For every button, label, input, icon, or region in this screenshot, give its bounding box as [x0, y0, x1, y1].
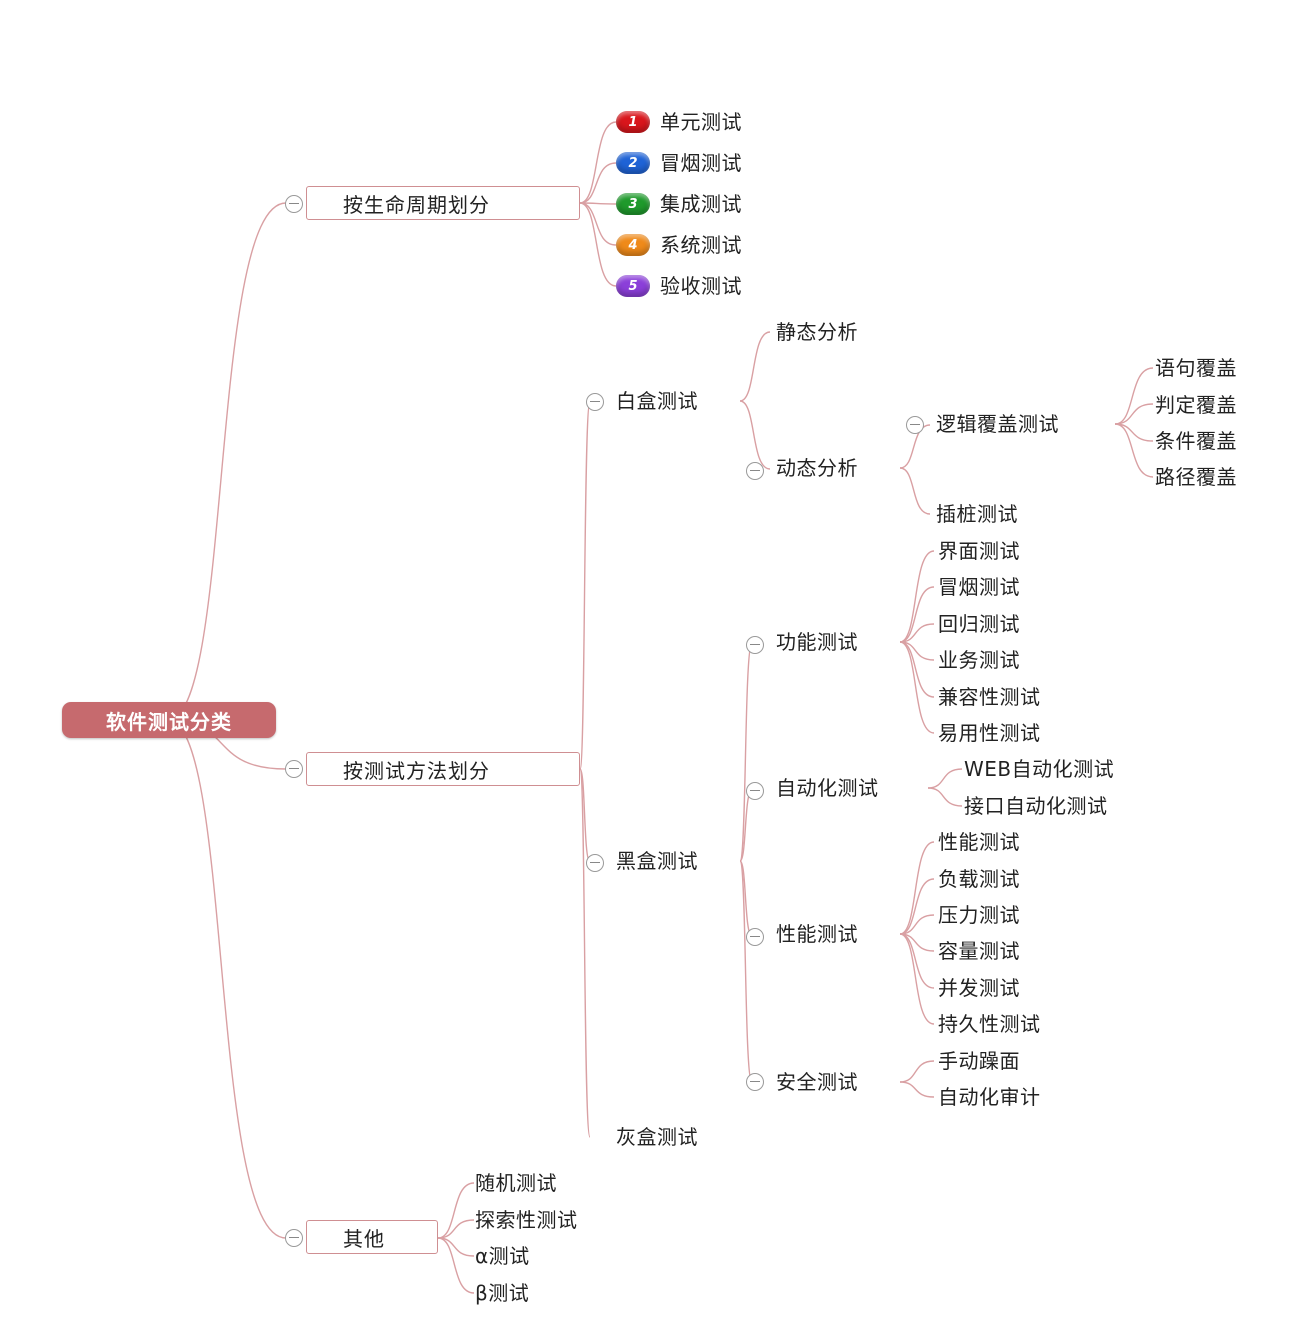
connector-line	[1114, 403, 1154, 425]
connector-line	[899, 586, 935, 643]
collapse-whitebox-icon[interactable]	[586, 393, 604, 411]
leaf-auto-audit[interactable]: 自动化审计	[938, 1085, 1041, 1109]
connector-line	[899, 641, 935, 734]
connector-line	[899, 641, 935, 698]
leaf-path-coverage[interactable]: 路径覆盖	[1155, 465, 1237, 489]
connector-line	[899, 914, 935, 935]
collapse-performance-icon[interactable]	[746, 928, 764, 946]
leaf-ui-test[interactable]: 界面测试	[938, 539, 1020, 563]
leaf-alpha-test[interactable]: α测试	[475, 1244, 530, 1268]
leaf-exploratory-test[interactable]: 探索性测试	[475, 1208, 578, 1232]
connector-line	[579, 121, 617, 204]
connector-line	[899, 841, 935, 935]
connector-line	[899, 1081, 935, 1098]
leaf-stub-test[interactable]: 插桩测试	[936, 502, 1018, 526]
node-other[interactable]: 其他	[306, 1220, 438, 1254]
collapse-blackbox-icon[interactable]	[586, 854, 604, 872]
collapse-security-icon[interactable]	[746, 1073, 764, 1091]
leaf-load-test[interactable]: 负载测试	[938, 867, 1020, 891]
connector-line	[899, 467, 931, 515]
connector-line	[1114, 367, 1154, 425]
leaf-condition-coverage[interactable]: 条件覆盖	[1155, 429, 1237, 453]
connector-line	[899, 424, 931, 469]
node-security-test[interactable]: 安全测试	[776, 1070, 858, 1094]
leaf-concurrency-test[interactable]: 并发测试	[938, 976, 1020, 1000]
priority-1-icon: 1	[616, 111, 650, 133]
connector-line	[899, 550, 935, 643]
leaf-usability-test[interactable]: 易用性测试	[938, 721, 1041, 745]
leaf-api-automation[interactable]: 接口自动化测试	[964, 794, 1108, 818]
priority-2-icon: 2	[616, 152, 650, 174]
leaf-regression-test[interactable]: 回归测试	[938, 612, 1020, 636]
collapse-dynamic-icon[interactable]	[746, 462, 764, 480]
collapse-method-icon[interactable]	[285, 760, 303, 778]
connector-line	[437, 1237, 475, 1294]
leaf-compatibility-test[interactable]: 兼容性测试	[938, 685, 1041, 709]
leaf-static-analysis[interactable]: 静态分析	[776, 320, 858, 344]
connector-line	[899, 623, 935, 643]
connector-line	[927, 787, 963, 807]
node-whitebox[interactable]: 白盒测试	[616, 389, 698, 413]
node-functional-test[interactable]: 功能测试	[776, 630, 858, 654]
leaf-manual-scan[interactable]: 手动躁面	[938, 1049, 1020, 1073]
connector-line	[167, 202, 287, 721]
leaf-capacity-test[interactable]: 容量测试	[938, 939, 1020, 963]
leaf-acceptance-test[interactable]: 验收测试	[660, 274, 742, 298]
connector-line	[579, 768, 591, 1138]
leaf-decision-coverage[interactable]: 判定覆盖	[1155, 393, 1237, 417]
leaf-perf-test[interactable]: 性能测试	[938, 830, 1020, 854]
connector-line	[579, 162, 617, 204]
node-automation-test[interactable]: 自动化测试	[776, 776, 879, 800]
connector-line	[579, 202, 617, 246]
connector-line	[579, 202, 617, 287]
connector-line	[437, 1182, 475, 1239]
node-lifecycle[interactable]: 按生命周期划分	[306, 186, 580, 220]
leaf-integration-test[interactable]: 集成测试	[660, 192, 742, 216]
leaf-web-automation[interactable]: WEB自动化测试	[964, 757, 1115, 781]
connector-line	[899, 933, 935, 1025]
node-blackbox[interactable]: 黑盒测试	[616, 849, 698, 873]
leaf-system-test[interactable]: 系统测试	[660, 233, 742, 257]
priority-4-icon: 4	[616, 234, 650, 256]
connector-line	[899, 933, 935, 989]
node-test-method[interactable]: 按测试方法划分	[306, 752, 580, 786]
node-logic-coverage[interactable]: 逻辑覆盖测试	[936, 412, 1059, 436]
leaf-random-test[interactable]: 随机测试	[475, 1171, 557, 1195]
node-dynamic-analysis[interactable]: 动态分析	[776, 456, 858, 480]
leaf-graybox[interactable]: 灰盒测试	[616, 1125, 698, 1149]
leaf-endurance-test[interactable]: 持久性测试	[938, 1012, 1041, 1036]
collapse-automation-icon[interactable]	[746, 782, 764, 800]
collapse-other-icon[interactable]	[285, 1229, 303, 1247]
connector-line	[437, 1237, 475, 1257]
connector-line	[579, 401, 591, 770]
connector-line	[167, 719, 287, 1239]
connector-line	[899, 878, 935, 935]
collapse-functional-icon[interactable]	[746, 636, 764, 654]
connector-line	[739, 331, 771, 402]
root-node[interactable]: 软件测试分类	[62, 702, 276, 738]
connector-line	[899, 1060, 935, 1083]
connector-line	[1114, 423, 1154, 442]
leaf-beta-test[interactable]: β测试	[475, 1281, 530, 1305]
connector-line	[437, 1219, 475, 1239]
leaf-unit-test[interactable]: 单元测试	[660, 110, 742, 134]
leaf-business-test[interactable]: 业务测试	[938, 648, 1020, 672]
leaf-stress-test[interactable]: 压力测试	[938, 903, 1020, 927]
collapse-logic-icon[interactable]	[906, 416, 924, 434]
connector-line	[1114, 423, 1154, 478]
priority-3-icon: 3	[616, 193, 650, 215]
connector-line	[739, 860, 753, 1083]
connector-line	[927, 768, 963, 789]
connector-line	[739, 400, 771, 470]
collapse-lifecycle-icon[interactable]	[285, 195, 303, 213]
node-performance-test[interactable]: 性能测试	[776, 922, 858, 946]
connector-line	[739, 643, 753, 862]
priority-5-icon: 5	[616, 275, 650, 297]
leaf-statement-coverage[interactable]: 语句覆盖	[1155, 356, 1237, 380]
leaf-smoke-test-2[interactable]: 冒烟测试	[938, 575, 1020, 599]
leaf-smoke-test[interactable]: 冒烟测试	[660, 151, 742, 175]
